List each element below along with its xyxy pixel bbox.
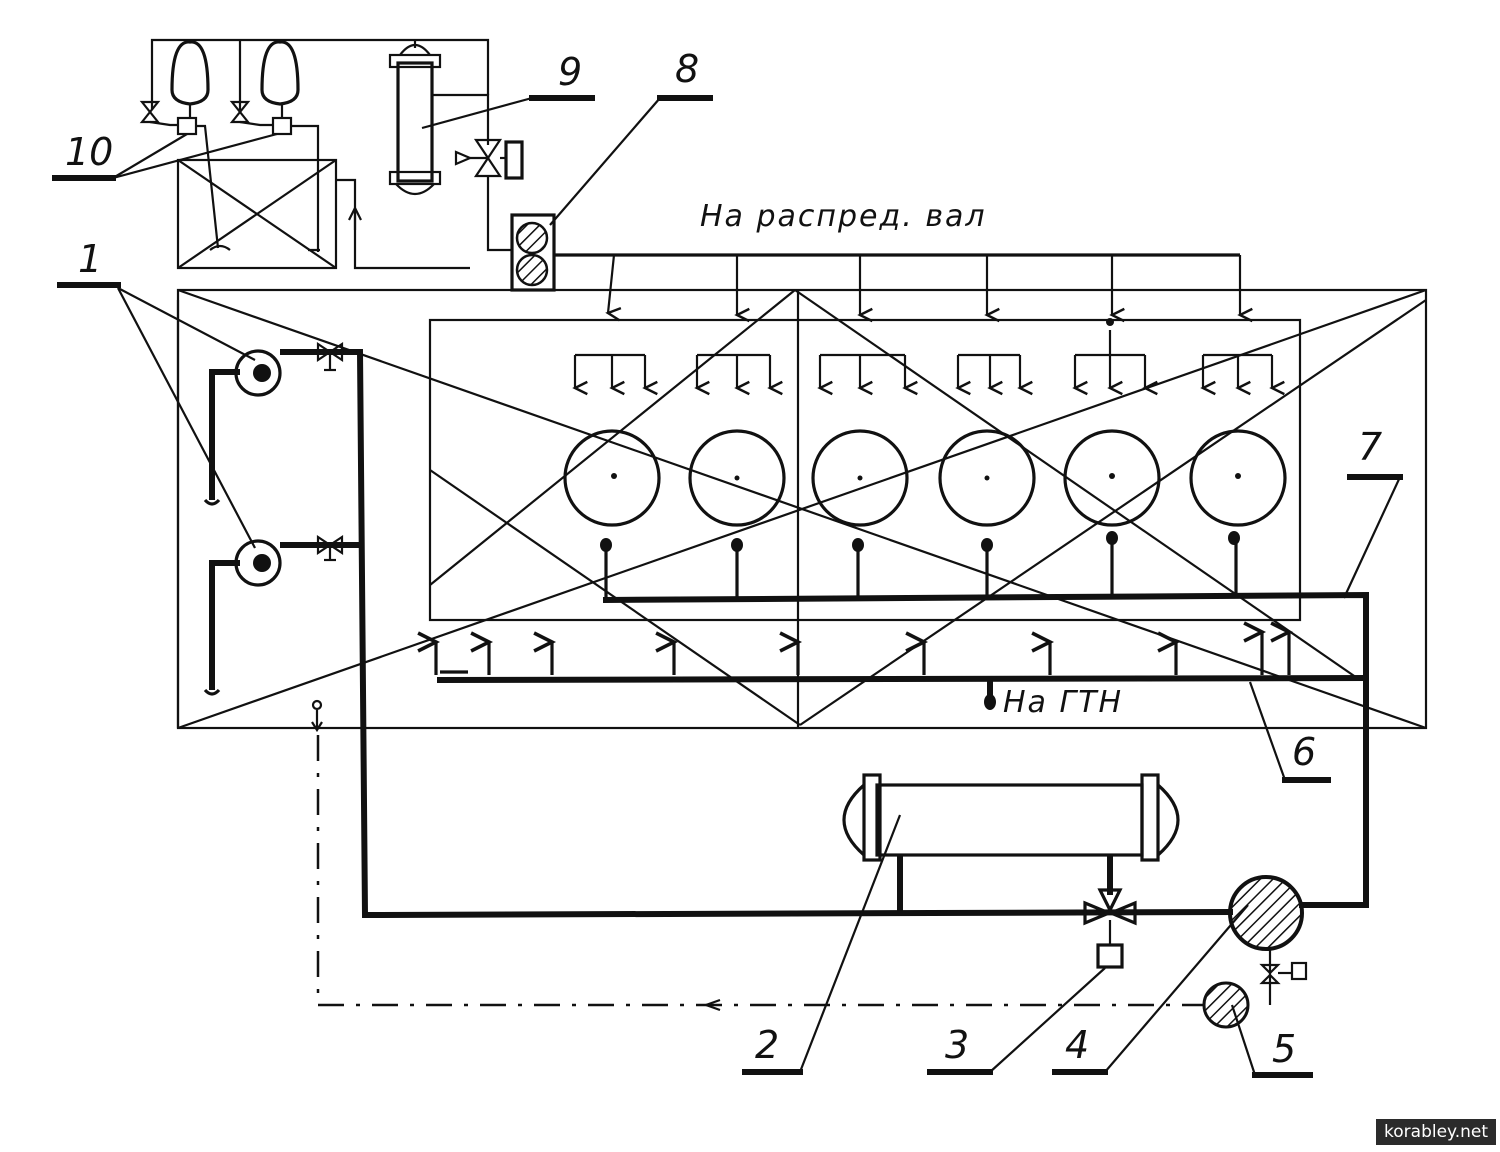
cylinder-4 — [938, 429, 1036, 527]
gtn-outlet: На ГТН — [984, 680, 1123, 720]
cylinder-6 — [1189, 429, 1287, 527]
main-supply-pipe — [356, 348, 1369, 919]
camshaft-supply: На распред. вал — [555, 199, 1285, 396]
bearing-supply-arrows — [417, 621, 1294, 675]
callout-4: 4 — [1065, 1023, 1089, 1067]
manifold-6 — [436, 674, 1370, 684]
callout-10: 10 — [65, 130, 113, 174]
callout-3: 3 — [945, 1023, 969, 1067]
pumps — [1202, 875, 1308, 1029]
callout-1: 1 — [78, 237, 102, 281]
drain-line — [311, 699, 1205, 1012]
unit-10 — [139, 38, 490, 270]
cylinder-1 — [563, 429, 661, 527]
callout-9: 9 — [558, 50, 582, 94]
oil-cooler — [842, 773, 1180, 969]
cylinder-5 — [1063, 429, 1161, 527]
thermostat-3 — [1096, 943, 1124, 969]
callouts: 1 10 9 8 7 6 2 3 4 5 — [52, 47, 1403, 1078]
gtn-annotation: На ГТН — [1003, 685, 1123, 720]
standby-oil-pump — [1202, 981, 1250, 1029]
callout-7: 7 — [1358, 425, 1382, 469]
cylinder-drains — [600, 531, 1240, 598]
filter-8 — [510, 213, 556, 292]
oil-manifolds — [436, 591, 1370, 908]
callout-2: 2 — [755, 1023, 779, 1067]
cylinder-2 — [688, 429, 786, 527]
callout-5: 5 — [1272, 1027, 1296, 1071]
callout-6: 6 — [1292, 730, 1316, 774]
cylinders — [563, 429, 1287, 527]
main-oil-pump — [1228, 875, 1304, 951]
collector-7 — [602, 591, 1369, 908]
camshaft-annotation: На распред. вал — [700, 199, 987, 234]
callout-8: 8 — [675, 47, 699, 91]
cylinder-3 — [811, 429, 909, 527]
filter-9 — [388, 40, 524, 252]
turbochargers — [203, 341, 360, 696]
watermark: korabley.net — [1376, 1119, 1496, 1145]
engine-frame — [176, 288, 1428, 730]
